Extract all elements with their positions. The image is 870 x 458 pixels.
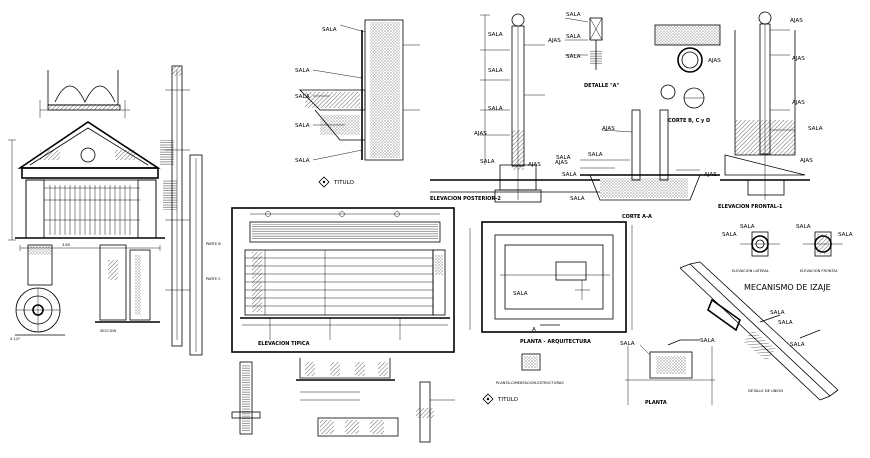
corte-label-sala-1: SALA <box>588 152 603 158</box>
gatehouse-elevation: 3.80 <box>8 70 177 251</box>
lift-elevations <box>740 231 843 257</box>
small-plan-label-sala-1: SALA <box>620 341 635 347</box>
plan-small-detail <box>521 353 541 371</box>
rail-label-sala-3: SALA <box>790 342 805 348</box>
plan-arq-title: PLANTA - ARQUITECTURA <box>520 339 591 345</box>
small-plan-label-sala-2: SALA <box>700 338 715 344</box>
mecanismo-title: MECANISMO DE IZAJE <box>744 283 831 292</box>
svg-text:SECCION: SECCION <box>100 329 116 333</box>
motor-detail: 4 1/2" SECCION <box>10 244 160 341</box>
elev-posterior-title: ELEVACION POSTERIOR-2 <box>430 196 501 202</box>
lift-label-sala-1: SALA <box>740 224 755 230</box>
label-sala-4: SALA <box>295 123 310 129</box>
lift-label-sala-3: SALA <box>796 224 811 230</box>
detail-a-label-sala-3: SALA <box>566 54 581 60</box>
plan-cim-title: PLANTA-CIMENTACION-ESTRUCTURAS <box>496 381 564 385</box>
lift-label-sala-4: SALA <box>838 232 853 238</box>
frontal-label-sala-1: SALA <box>808 126 823 132</box>
titulo-marker-1 <box>318 176 330 188</box>
elev-frontal-title: ELEVACION FRONTAL-1 <box>718 204 783 210</box>
frontal-elevation <box>720 11 810 200</box>
section-aa <box>580 109 720 201</box>
rear-elevation <box>430 13 600 203</box>
titulo-label-2: TITULO <box>497 397 518 403</box>
label-sala-2: SALA <box>295 68 310 74</box>
titulo-label-1: TITULO <box>333 180 354 186</box>
plan-letter-a: A <box>532 327 536 333</box>
rear-label-sala-2: SALA <box>488 68 503 74</box>
svg-text:3.80: 3.80 <box>62 243 71 247</box>
titulo-marker-2 <box>482 393 494 405</box>
rear-label-sala-3: SALA <box>488 106 503 112</box>
rear-label-sala-1: SALA <box>488 32 503 38</box>
frontal-label-ajas-3: AJAS <box>792 100 805 106</box>
label-sala-1: SALA <box>322 27 337 33</box>
corte-label-sala-3: SALA <box>570 196 585 202</box>
elev-tipica-title: ELEVACION TIPICA <box>258 341 310 347</box>
corte-label-ajas-1: AJAS <box>602 126 615 132</box>
typical-elevation <box>231 207 455 353</box>
elev-frontal2-title: ELEVACION FRONTAL <box>800 269 838 273</box>
plan-label-sala: SALA <box>513 291 528 297</box>
label-sala-5: SALA <box>295 158 310 164</box>
label-sala-3: SALA <box>295 94 310 100</box>
corte-label-ajas-3: AJAS <box>704 172 717 178</box>
detalle-union-title: DETALLE DE UNION <box>748 389 783 393</box>
rear-label-ajas-1: AJAS <box>474 131 487 137</box>
plan-architecture <box>469 221 633 333</box>
elev-lateral-title: ELEVACION LATERAL <box>732 269 769 273</box>
detail-a-label-sala-1: SALA <box>566 12 581 18</box>
svg-text:PARTE C: PARTE C <box>206 277 221 281</box>
frontal-label-ajas-4: AJAS <box>800 158 813 164</box>
column-elevation: PARTE B PARTE C <box>165 65 221 356</box>
svg-text:4 1/2": 4 1/2" <box>10 337 21 341</box>
detail-a-label-sala-2: SALA <box>566 34 581 40</box>
rail-label-sala-2: SALA <box>778 320 793 326</box>
rear-label-ajas-3: AJAS <box>528 162 541 168</box>
frontal-label-ajas-1: AJAS <box>790 18 803 24</box>
isometric-rail <box>679 261 839 401</box>
planta-title: PLANTA <box>645 400 667 406</box>
rear-label-sala-4: SALA <box>480 159 495 165</box>
corte-aa-title: CORTE A-A <box>622 214 652 220</box>
svg-text:PARTE B: PARTE B <box>206 242 221 246</box>
corte-bcd-title: CORTE B, C y D <box>668 118 710 124</box>
wall-section <box>299 19 420 161</box>
frontal-label-ajas-2: AJAS <box>792 56 805 62</box>
detail-a-label-ajas: AJAS <box>708 58 721 64</box>
rear-label-ajas-2: AJAS <box>548 38 561 44</box>
rail-label-sala-1: SALA <box>770 310 785 316</box>
bottom-details <box>231 358 455 443</box>
rear-label-sala-5: SALA <box>556 155 571 161</box>
corte-label-sala-2: SALA <box>562 172 577 178</box>
lift-label-sala-2: SALA <box>722 232 737 238</box>
detail-a <box>564 17 721 109</box>
detail-a-title: DETALLE "A" <box>584 83 619 89</box>
corte-label-ajas-2: AJAS <box>555 160 568 166</box>
small-plan <box>625 339 715 405</box>
